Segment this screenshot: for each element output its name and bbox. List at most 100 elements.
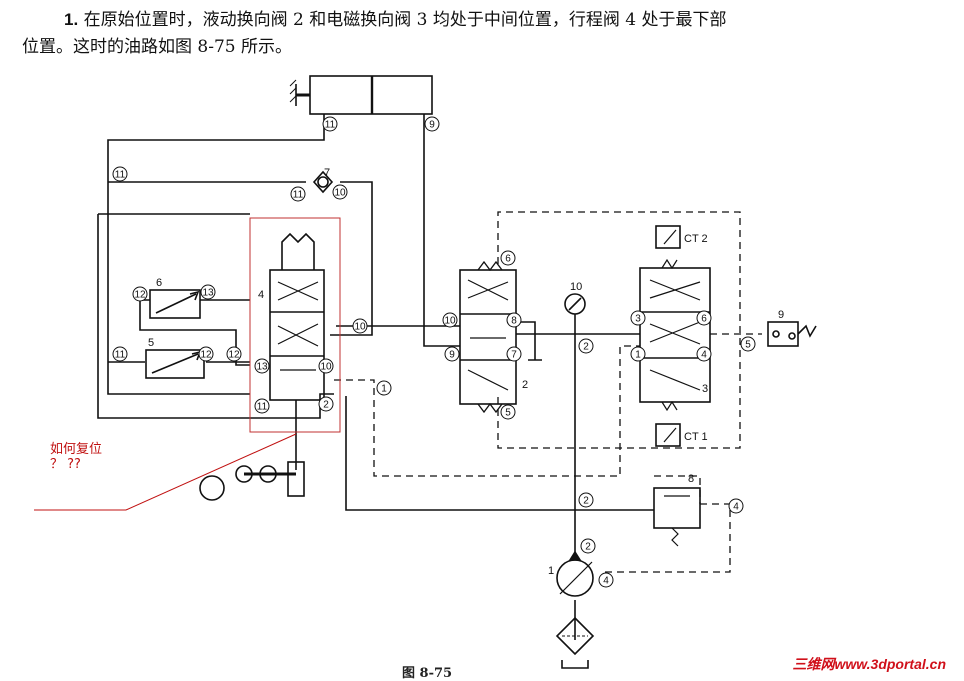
travel-valve-4 (269, 232, 325, 430)
port-number: 1 (381, 384, 387, 395)
port-number: 13 (202, 288, 214, 299)
port-p4b: 4 (728, 498, 744, 514)
pressure-lines (97, 114, 654, 640)
port-number: 5 (745, 340, 751, 351)
label-check-7: 7 (324, 167, 330, 179)
port-p12a: 12 (132, 286, 148, 302)
port-number: 10 (334, 188, 346, 199)
pressure-switch-9 (767, 321, 817, 347)
component-labels: 6 5 4 7 2 10 3 9 8 1 CT 2 CT 1 (148, 167, 784, 577)
filter-tank (555, 616, 595, 669)
port-number: 10 (444, 316, 456, 327)
check-valve-7 (312, 170, 334, 194)
port-p4a: 4 (696, 346, 712, 362)
roller-lever (199, 461, 305, 501)
label-switch-9: 9 (778, 309, 784, 321)
port-number: 10 (354, 322, 366, 333)
port-p1b: 1 (630, 346, 646, 362)
port-p1a: 1 (376, 380, 392, 396)
port-number: 12 (228, 350, 240, 361)
hydraulic-valve-2 (459, 260, 517, 414)
port-p11e: 11 (254, 398, 270, 414)
heading-line1: 在原始位置时，液动换向阀 2 和电磁换向阀 3 均处于中间位置，行程阀 4 处于… (83, 10, 727, 30)
label-relief-8: 8 (688, 473, 694, 485)
port-p11d: 11 (112, 346, 128, 362)
port-number: 9 (449, 350, 455, 361)
port-p5b: 5 (740, 336, 756, 352)
port-number: 4 (701, 350, 707, 361)
port-p2b: 2 (578, 338, 594, 354)
port-p12c: 12 (226, 346, 242, 362)
port-p10c: 10 (352, 318, 368, 334)
port-number: 6 (505, 254, 511, 265)
port-number: 2 (583, 342, 589, 353)
port-number: 11 (293, 190, 304, 201)
port-number: 9 (429, 120, 435, 131)
port-number: 2 (585, 542, 591, 553)
port-p2d: 2 (580, 538, 596, 554)
port-p13a: 13 (200, 284, 216, 300)
port-p10a: 10 (332, 184, 348, 200)
label-valve-4: 4 (258, 289, 264, 301)
port-p8: 8 (506, 312, 522, 328)
label-valve-2: 2 (522, 379, 528, 391)
port-number: 11 (257, 402, 268, 413)
port-number: 2 (323, 400, 329, 411)
hydraulic-cylinder (289, 75, 433, 115)
label-coil-ct2: CT 2 (684, 233, 708, 245)
port-p11a: 11 (322, 116, 338, 132)
label-valve-3: 3 (702, 383, 708, 395)
watermark: 三维网www.3dportal.cn (792, 656, 947, 672)
port-p4c: 4 (598, 572, 614, 588)
port-number: 12 (134, 290, 146, 301)
port-p6b: 6 (696, 310, 712, 326)
port-number: 7 (511, 350, 517, 361)
highlight-box (249, 217, 341, 433)
port-number: 13 (256, 362, 268, 373)
port-number: 5 (505, 408, 511, 419)
port-p9b: 9 (444, 346, 460, 362)
port-p10b: 10 (318, 358, 334, 374)
port-p7: 7 (506, 346, 522, 362)
port-number: 6 (701, 314, 707, 325)
port-number: 4 (733, 502, 739, 513)
port-p10d: 10 (442, 312, 458, 328)
port-p2c: 2 (578, 492, 594, 508)
figure-caption: 图 8-75 (402, 666, 453, 681)
solenoid-valve-3 (639, 225, 711, 447)
relief-valve-8 (653, 487, 701, 547)
port-p13b: 13 (254, 358, 270, 374)
port-number: 2 (583, 496, 589, 507)
label-throttle-6: 6 (156, 277, 162, 289)
port-p6a: 6 (500, 250, 516, 266)
annotation-line2: ？ ?? (50, 457, 81, 472)
port-p11c: 11 (290, 186, 306, 202)
port-p11b: 11 (112, 166, 128, 182)
pump-1 (556, 550, 594, 597)
pressure-gauge-10 (564, 293, 586, 334)
port-p2a: 2 (318, 396, 334, 412)
annotation-note: 如何复位 ？ ?? (50, 442, 102, 472)
heading-text: 1. 在原始位置时，液动换向阀 2 和电磁换向阀 3 均处于中间位置，行程阀 4… (22, 6, 942, 61)
port-number: 1 (635, 350, 641, 361)
port-p12b: 12 (198, 346, 214, 362)
label-gauge-10: 10 (570, 281, 582, 293)
port-number: 12 (200, 350, 212, 361)
heading-line2: 位置。这时的油路如图 8-75 所示。 (22, 37, 292, 57)
port-number: 8 (511, 316, 517, 327)
port-number: 11 (115, 170, 126, 181)
port-p3: 3 (630, 310, 646, 326)
annotation-line1: 如何复位 (50, 442, 103, 457)
throttle-valve-5 (145, 349, 205, 379)
port-number: 10 (320, 362, 332, 373)
label-coil-ct1: CT 1 (684, 431, 708, 443)
heading-index: 1. (64, 10, 79, 29)
label-throttle-5: 5 (148, 337, 154, 349)
label-pump-1: 1 (548, 565, 554, 577)
port-number: 11 (115, 350, 126, 361)
port-p5a: 5 (500, 404, 516, 420)
port-p9a: 9 (424, 116, 440, 132)
